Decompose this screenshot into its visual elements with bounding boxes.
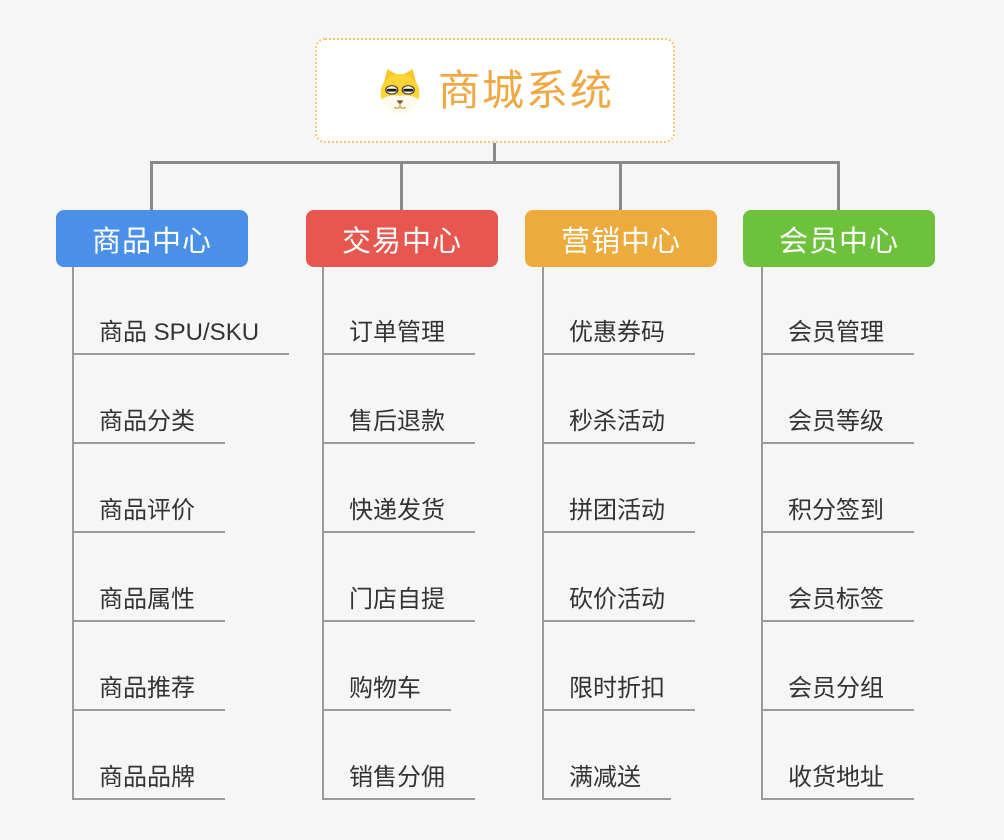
branch-label: 营销中心	[560, 225, 681, 258]
leaf-item[interactable]: 购物车	[322, 622, 451, 711]
leaf-item[interactable]: 会员等级	[761, 355, 914, 444]
leaf-item[interactable]: 商品 SPU/SKU	[72, 266, 290, 355]
connector-drop-2	[400, 161, 403, 210]
column-trade-center: 订单管理 售后退款 快递发货 门店自提 购物车 销售分佣	[322, 266, 475, 800]
column-member-center: 会员管理 会员等级 积分签到 会员标签 会员分组 收货地址	[761, 266, 914, 800]
branch-label: 交易中心	[341, 225, 462, 258]
branch-trunk-3	[542, 267, 544, 800]
branch-trunk-2	[322, 267, 324, 800]
branch-product-center[interactable]: 商品中心	[56, 210, 248, 267]
column-marketing-center: 优惠券码 秒杀活动 拼团活动 砍价活动 限时折扣 满减送	[542, 266, 695, 800]
leaf-item[interactable]: 销售分佣	[322, 711, 475, 800]
leaf-item[interactable]: 商品推荐	[72, 622, 225, 711]
branch-trunk-1	[72, 267, 74, 800]
leaf-item[interactable]: 商品评价	[72, 444, 225, 533]
leaf-item[interactable]: 售后退款	[322, 355, 475, 444]
leaf-item[interactable]: 会员管理	[761, 266, 914, 355]
leaf-item[interactable]: 砍价活动	[542, 533, 695, 622]
leaf-item[interactable]: 拼团活动	[542, 444, 695, 533]
leaf-item[interactable]: 门店自提	[322, 533, 475, 622]
leaf-item[interactable]: 秒杀活动	[542, 355, 695, 444]
connector-drop-1	[150, 161, 153, 210]
branch-label: 会员中心	[778, 225, 899, 258]
leaf-item[interactable]: 限时折扣	[542, 622, 695, 711]
leaf-item[interactable]: 商品品牌	[72, 711, 225, 800]
connector-drop-4	[837, 161, 840, 210]
branch-marketing-center[interactable]: 营销中心	[525, 210, 717, 267]
connector-stem	[493, 143, 496, 164]
leaf-item[interactable]: 满减送	[542, 711, 671, 800]
branch-label: 商品中心	[91, 225, 212, 258]
leaf-item[interactable]: 商品分类	[72, 355, 225, 444]
leaf-item[interactable]: 优惠券码	[542, 266, 695, 355]
dog-icon	[380, 68, 420, 113]
connector-bus	[150, 161, 840, 164]
leaf-item[interactable]: 商品属性	[72, 533, 225, 622]
connector-drop-3	[619, 161, 622, 210]
leaf-item[interactable]: 会员分组	[761, 622, 914, 711]
branch-member-center[interactable]: 会员中心	[743, 210, 935, 267]
root-title: 商城系统	[437, 66, 614, 114]
leaf-item[interactable]: 会员标签	[761, 533, 914, 622]
branch-trunk-4	[761, 267, 763, 800]
root-node[interactable]: 商城系统	[315, 38, 675, 143]
leaf-item[interactable]: 收货地址	[761, 711, 914, 800]
leaf-item[interactable]: 订单管理	[322, 266, 475, 355]
branch-trade-center[interactable]: 交易中心	[306, 210, 498, 267]
column-product-center: 商品 SPU/SKU 商品分类 商品评价 商品属性 商品推荐 商品品牌	[72, 266, 290, 800]
leaf-item[interactable]: 快递发货	[322, 444, 475, 533]
leaf-item[interactable]: 积分签到	[761, 444, 914, 533]
